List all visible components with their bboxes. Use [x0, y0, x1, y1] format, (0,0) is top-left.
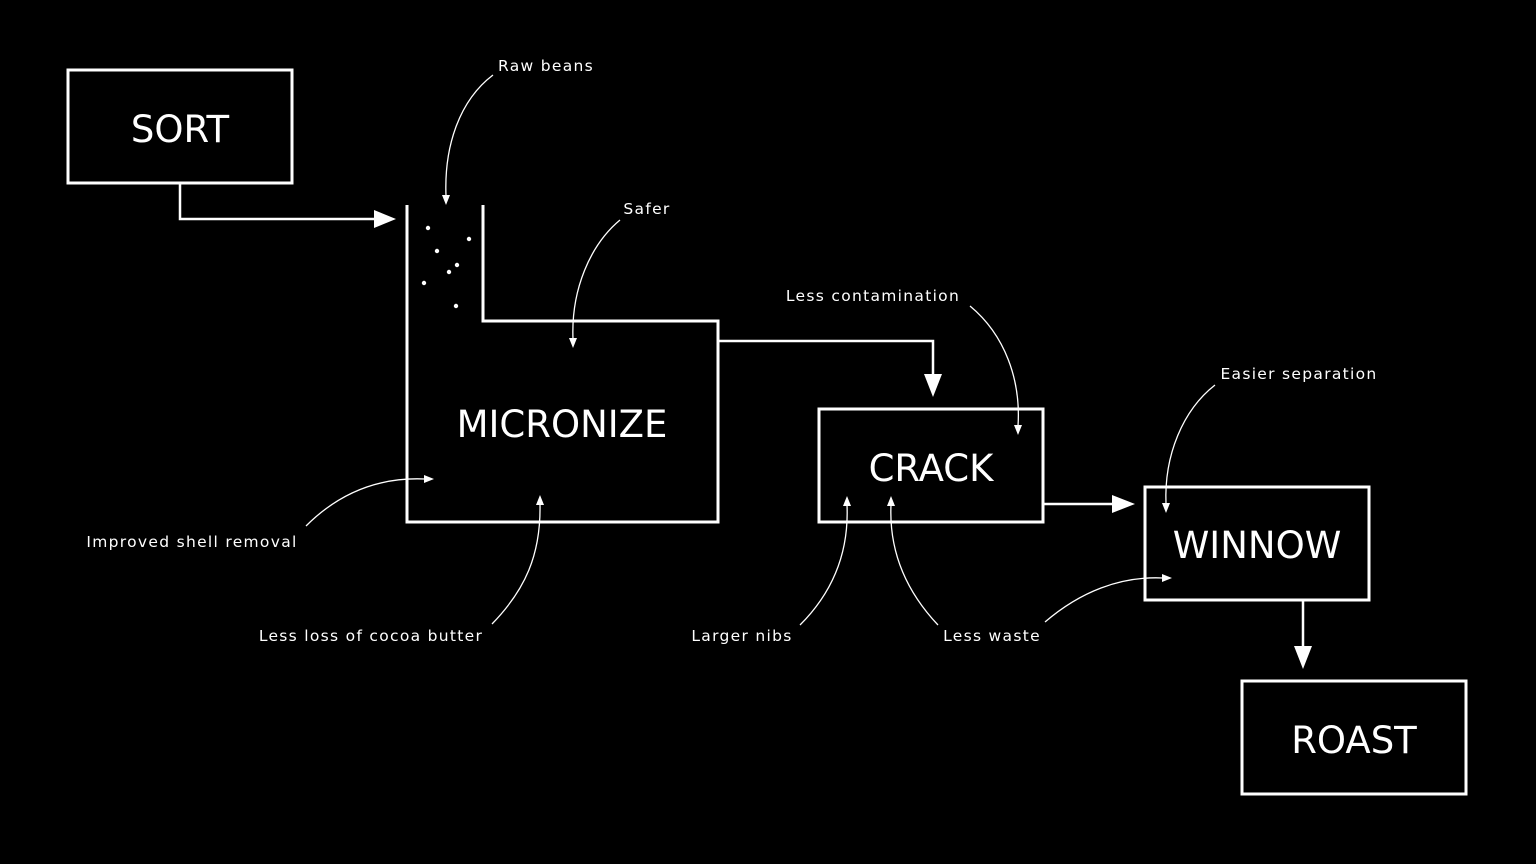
- sort-to-micronize-arrow: [178, 183, 396, 228]
- annotation-less-waste: Less waste: [887, 496, 1172, 645]
- annotation-less-loss-cocoa-butter: Less loss of cocoa butter: [259, 495, 544, 645]
- annotation-larger-nibs-text: Larger nibs: [691, 627, 792, 645]
- crack-box: [817, 407, 1045, 524]
- micronize-hopper-outline: [405, 205, 720, 524]
- winnow-to-roast-arrow: [1294, 600, 1312, 669]
- sort-step: SORT: [66, 68, 294, 185]
- crack-label: CRACK: [869, 447, 996, 490]
- winnow-label: WINNOW: [1173, 524, 1342, 567]
- roast-box: [1240, 679, 1468, 796]
- annotation-less-contamination: Less contamination: [786, 287, 1022, 435]
- micronize-label: MICRONIZE: [457, 403, 668, 446]
- annotation-easier-separation-text: Easier separation: [1220, 365, 1377, 383]
- winnow-step: WINNOW: [1143, 485, 1371, 602]
- annotation-less-loss-cocoa-butter-text: Less loss of cocoa butter: [259, 627, 483, 645]
- annotation-larger-nibs: Larger nibs: [691, 496, 851, 645]
- annotation-safer: Safer: [569, 200, 670, 348]
- crack-step: CRACK: [817, 407, 1045, 524]
- annotation-improved-shell-removal: Improved shell removal: [86, 475, 434, 551]
- micronize-step: MICRONIZE: [405, 205, 720, 524]
- annotation-raw-beans: Raw beans: [442, 57, 594, 205]
- annotation-easier-separation: Easier separation: [1162, 365, 1377, 513]
- winnow-box: [1143, 485, 1371, 602]
- annotation-less-waste-text: Less waste: [943, 627, 1041, 645]
- roast-label: ROAST: [1291, 719, 1417, 762]
- annotation-improved-shell-removal-text: Improved shell removal: [86, 533, 297, 551]
- raw-beans-dots: [421, 225, 472, 309]
- annotation-raw-beans-text: Raw beans: [498, 57, 594, 75]
- sort-label: SORT: [131, 108, 230, 151]
- crack-to-winnow-arrow: [1043, 495, 1135, 513]
- micronize-to-crack-arrow: [718, 339, 942, 397]
- roast-step: ROAST: [1240, 679, 1468, 796]
- annotation-safer-text: Safer: [623, 200, 670, 218]
- annotation-less-contamination-text: Less contamination: [786, 287, 960, 305]
